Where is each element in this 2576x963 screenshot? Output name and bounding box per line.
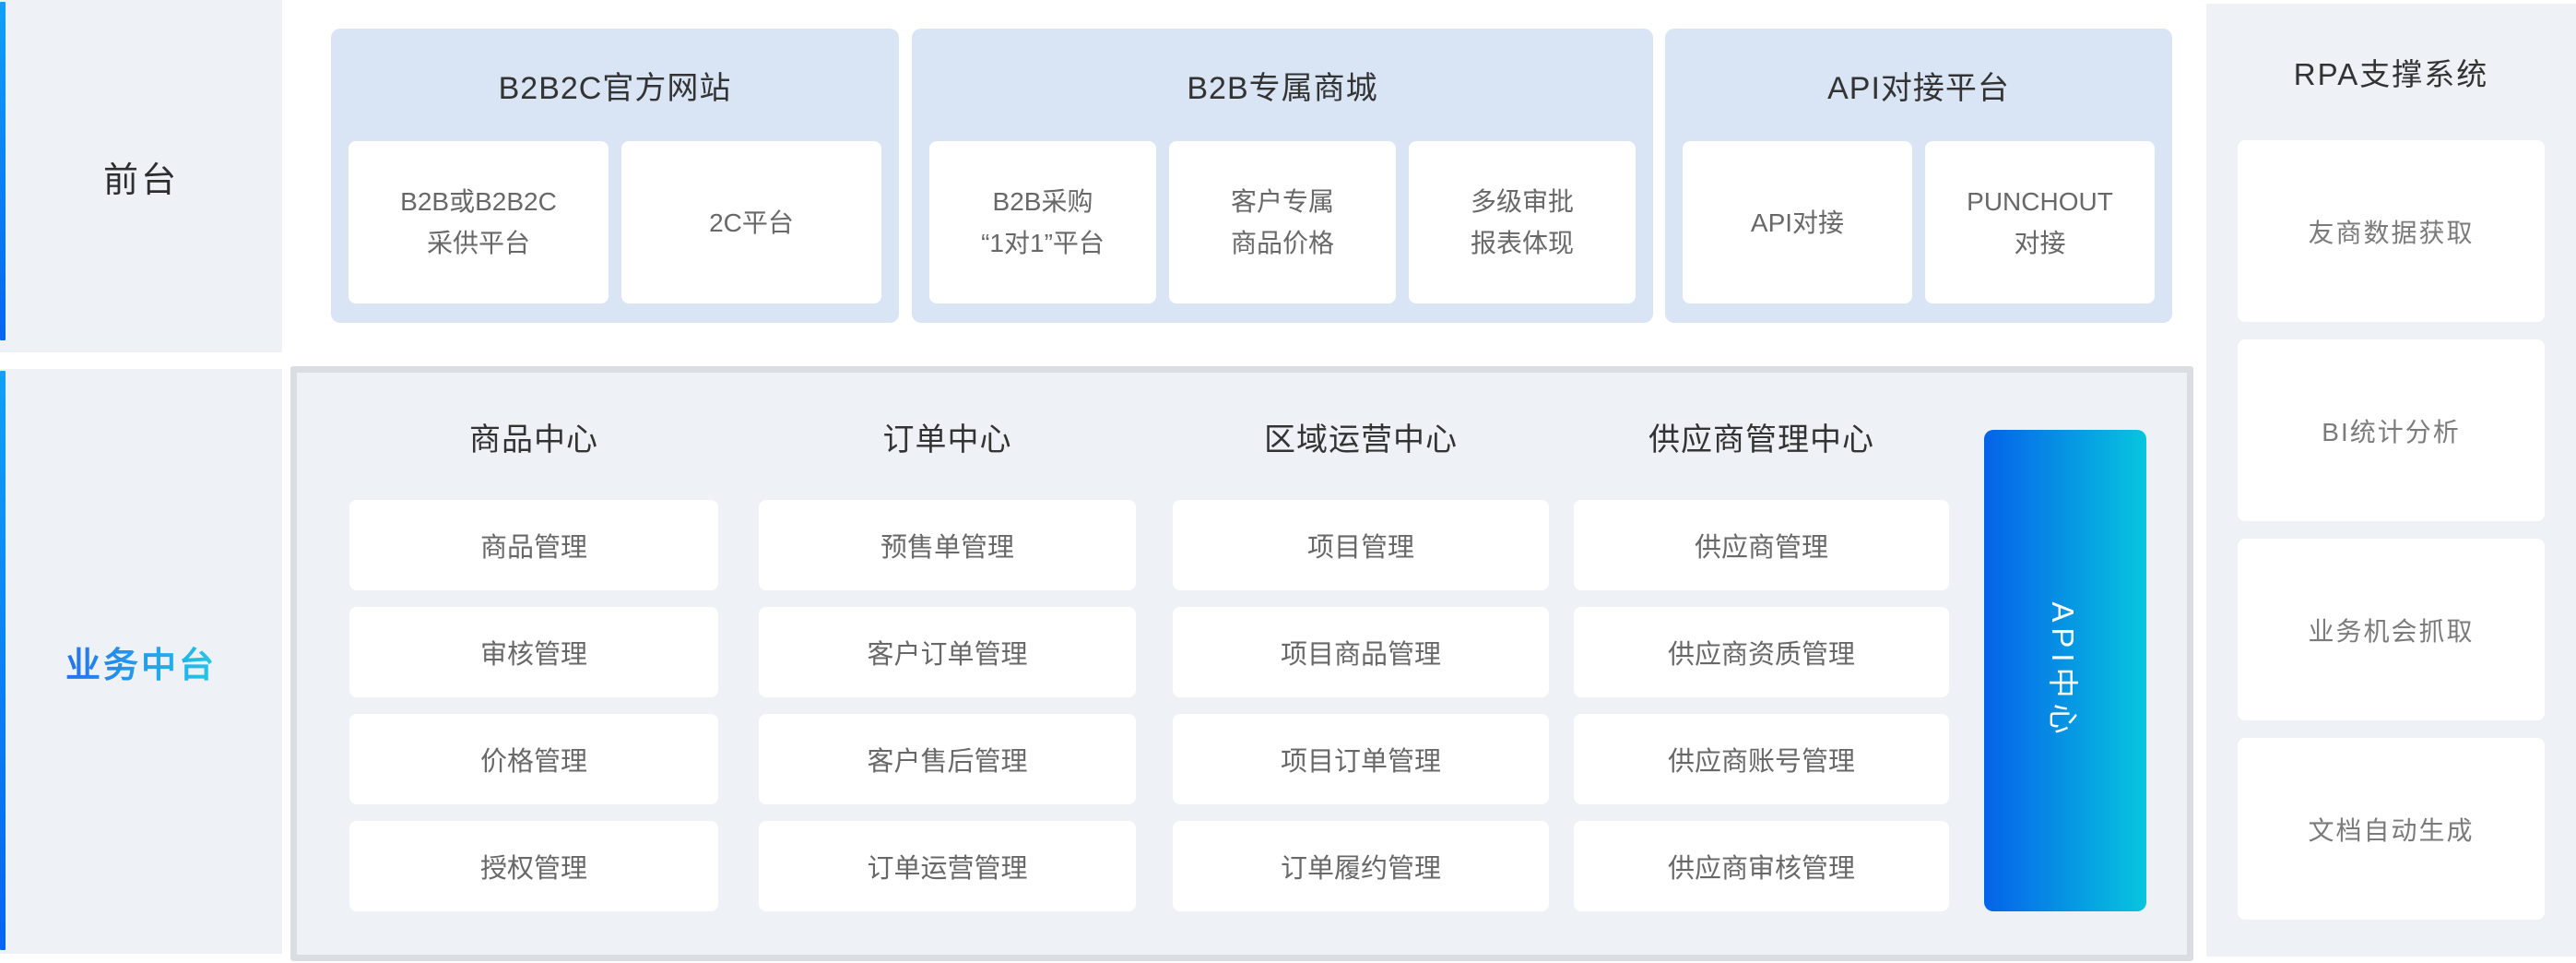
group-title: 区域运营中心 [1264, 422, 1458, 458]
panel-card-row: B2B或B2B2C 采供平台 2C平台 [331, 141, 899, 323]
card-line: 对接 [2014, 229, 2066, 257]
item-project-product-management: 项目商品管理 [1173, 607, 1549, 697]
item-project-order-management: 项目订单管理 [1173, 714, 1549, 804]
middle-stage-accent-bar [0, 371, 6, 950]
item-review-management: 审核管理 [349, 607, 718, 697]
card-punchout-integration: PUNCHOUT 对接 [1925, 141, 2155, 303]
panel-card-row: B2B采购 “1对1”平台 客户专属 商品价格 多级审批 报表体现 [912, 141, 1653, 323]
middle-stage-label-box: 业务中台 [0, 369, 282, 954]
rpa-card-list: 友商数据获取 BI统计分析 业务机会抓取 文档自动生成 [2206, 140, 2576, 920]
card-line: PUNCHOUT [1967, 187, 2113, 216]
card-line: 商品价格 [1230, 229, 1334, 257]
panel-card-row: API对接 PUNCHOUT 对接 [1665, 141, 2172, 323]
card-line: 客户专属 [1230, 187, 1334, 216]
item-price-management: 价格管理 [349, 714, 718, 804]
item-supplier-management: 供应商管理 [1574, 500, 1949, 590]
rpa-title: RPA支撑系统 [2293, 57, 2489, 91]
panel-b2b2c-official-site: B2B2C官方网站 B2B或B2B2C 采供平台 2C平台 [331, 29, 899, 323]
item-supplier-review-management: 供应商审核管理 [1574, 821, 1949, 911]
panel-api-integration-platform: API对接平台 API对接 PUNCHOUT 对接 [1665, 29, 2172, 323]
item-document-auto-generation: 文档自动生成 [2238, 738, 2545, 920]
api-center-label: API中心 [2046, 601, 2080, 740]
api-center-bar: API中心 [1984, 430, 2146, 911]
panel-b2b-exclusive-mall: B2B专属商城 B2B采购 “1对1”平台 客户专属 商品价格 多级审批 报表体… [912, 29, 1653, 323]
front-stage-label-box: 前台 [0, 0, 282, 352]
item-customer-aftersale-management: 客户售后管理 [759, 714, 1136, 804]
card-2c-platform: 2C平台 [621, 141, 881, 303]
card-line: 采供平台 [426, 229, 530, 257]
card-line: 2C平台 [709, 208, 794, 237]
card-customer-exclusive-price: 客户专属 商品价格 [1169, 141, 1396, 303]
rpa-support-system-column: RPA支撑系统 友商数据获取 BI统计分析 业务机会抓取 文档自动生成 [2206, 4, 2576, 957]
panel-title: API对接平台 [1827, 70, 2010, 106]
middle-stage-label: 业务中台 [65, 636, 217, 687]
group-product-center: 商品中心 商品管理 审核管理 价格管理 授权管理 [349, 373, 718, 955]
group-order-center: 订单中心 预售单管理 客户订单管理 客户售后管理 订单运营管理 [759, 373, 1136, 955]
group-supplier-management-center: 供应商管理中心 供应商管理 供应商资质管理 供应商账号管理 供应商审核管理 [1574, 373, 1949, 955]
group-title: 订单中心 [882, 422, 1012, 458]
item-bi-statistical-analysis: BI统计分析 [2238, 339, 2545, 521]
item-peer-data-acquisition: 友商数据获取 [2238, 140, 2545, 322]
item-customer-order-management: 客户订单管理 [759, 607, 1136, 697]
group-region-operation-center: 区域运营中心 项目管理 项目商品管理 项目订单管理 订单履约管理 [1173, 373, 1549, 955]
panel-title: B2B专属商城 [1187, 70, 1378, 106]
card-b2b-purchase-1to1: B2B采购 “1对1”平台 [929, 141, 1156, 303]
item-project-management: 项目管理 [1173, 500, 1549, 590]
card-line: “1对1”平台 [981, 229, 1105, 257]
item-order-fulfillment-management: 订单履约管理 [1173, 821, 1549, 911]
card-multilevel-approval-report: 多级审批 报表体现 [1409, 141, 1636, 303]
card-api-integration: API对接 [1683, 141, 1912, 303]
item-authorization-management: 授权管理 [349, 821, 718, 911]
panel-title: B2B2C官方网站 [498, 70, 732, 106]
item-order-operation-management: 订单运营管理 [759, 821, 1136, 911]
business-middle-platform-panel: 商品中心 商品管理 审核管理 价格管理 授权管理 订单中心 预售单管理 客户订单… [290, 366, 2193, 961]
card-line: B2B或B2B2C [400, 187, 557, 216]
item-presale-order-management: 预售单管理 [759, 500, 1136, 590]
front-stage-label: 前台 [102, 160, 179, 200]
item-supplier-qualification-management: 供应商资质管理 [1574, 607, 1949, 697]
card-line: API对接 [1750, 208, 1845, 237]
group-title: 供应商管理中心 [1648, 422, 1874, 458]
group-title: 商品中心 [469, 422, 598, 458]
card-line: B2B采购 [992, 187, 1093, 216]
card-line: 报表体现 [1470, 229, 1574, 257]
card-b2b-or-b2b2c-platform: B2B或B2B2C 采供平台 [349, 141, 609, 303]
item-product-management: 商品管理 [349, 500, 718, 590]
card-line: 多级审批 [1470, 187, 1574, 216]
item-business-opportunity-capture: 业务机会抓取 [2238, 539, 2545, 720]
item-supplier-account-management: 供应商账号管理 [1574, 714, 1949, 804]
front-stage-accent-bar [0, 2, 6, 340]
